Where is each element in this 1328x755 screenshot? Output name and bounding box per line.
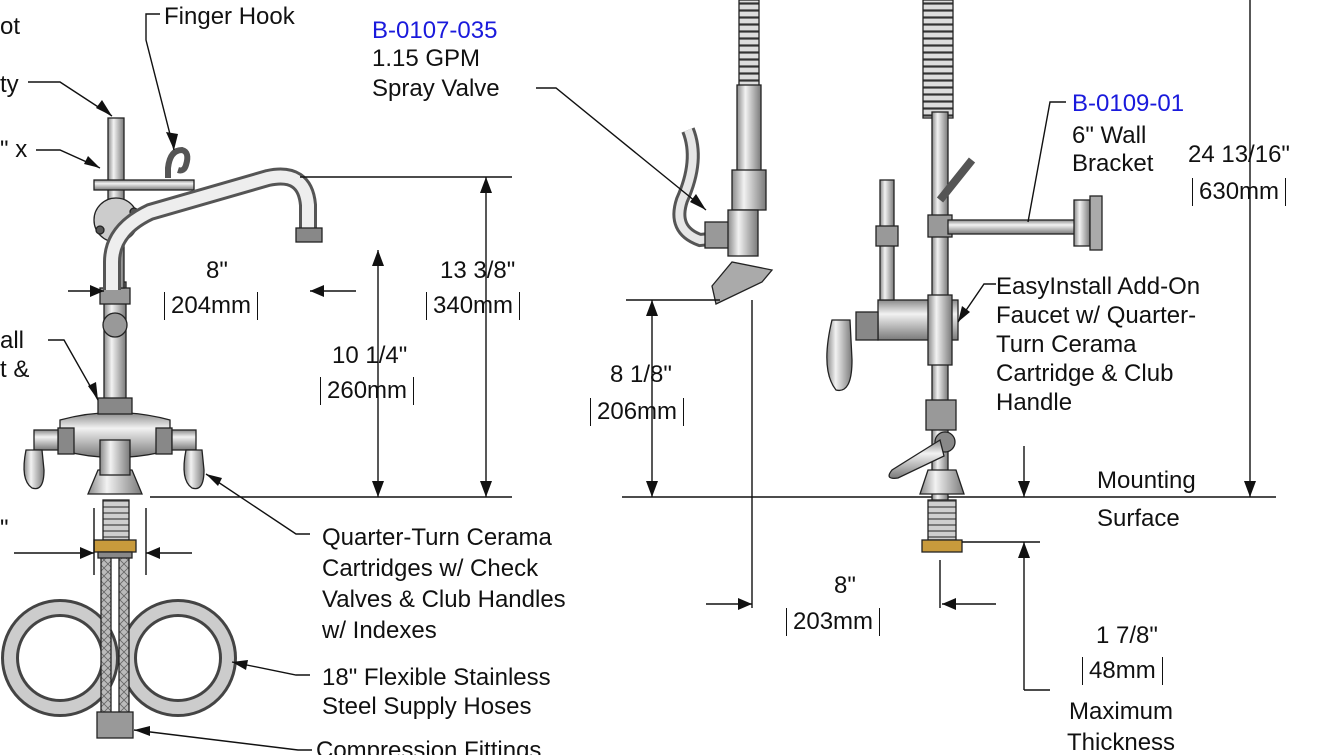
dim-10-1-4-inch: 10 1/4": [332, 342, 408, 369]
dim-48mm: 48mm: [1082, 657, 1163, 685]
label-fragment-ot: ot: [0, 13, 21, 40]
label-fragment-x: " x: [0, 136, 28, 163]
label-fragment-ty: ty: [0, 71, 19, 98]
label-fragment-quote: ": [0, 515, 9, 542]
dim-8-inch-left: 8": [206, 257, 228, 284]
arrowheads: [80, 100, 1256, 736]
label-quarter-turn: Quarter-Turn Cerama Cartridges w/ Check …: [322, 524, 566, 644]
right-faucet: [826, 0, 1103, 553]
label-b0107-code: B-0107-035: [372, 17, 498, 44]
dim-13-3-8-inch: 13 3/8": [440, 257, 516, 284]
left-faucet: [1, 117, 323, 739]
label-supply-hoses: 18" Flexible Stainless Steel Supply Hose…: [322, 664, 551, 720]
dim-206mm: 206mm: [590, 398, 685, 426]
dim-8-inch-right: 8": [834, 572, 856, 599]
label-b0109-code: B-0109-01: [1072, 90, 1185, 117]
label-max-thickness: Maximum Thickness: [1067, 698, 1176, 755]
label-mounting-surface: Mounting Surface: [1097, 467, 1196, 532]
label-easyinstall: EasyInstall Add-On Faucet w/ Quarter- Tu…: [996, 273, 1201, 416]
label-finger-hook: Finger Hook: [164, 3, 295, 30]
spray-valve: [672, 0, 774, 305]
dim-204mm: 204mm: [164, 292, 259, 320]
dim-260mm: 260mm: [320, 377, 415, 405]
label-compression-fittings: Compression Fittings: [316, 737, 542, 755]
dim-203mm: 203mm: [786, 608, 881, 636]
dim-1-7-8-inch: 1 7/8": [1096, 622, 1158, 649]
dim-24-13-16-inch: 24 13/16": [1188, 141, 1290, 168]
dim-340mm: 340mm: [426, 292, 521, 320]
label-wall-bracket: 6" Wall Bracket: [1072, 122, 1154, 177]
dim-630mm: 630mm: [1192, 178, 1287, 206]
leader-and-dimension-lines: [14, 0, 1251, 751]
label-fragment-all: all: [0, 327, 25, 354]
label-spray-valve: 1.15 GPM Spray Valve: [372, 45, 500, 102]
dim-8-1-8-inch: 8 1/8": [610, 361, 672, 388]
label-fragment-amp: t &: [0, 356, 30, 383]
